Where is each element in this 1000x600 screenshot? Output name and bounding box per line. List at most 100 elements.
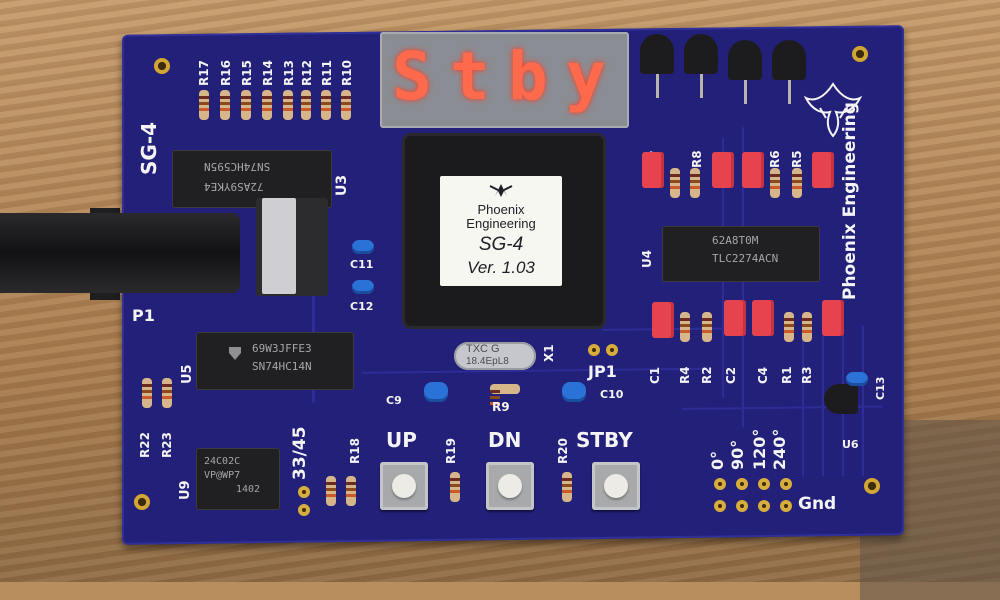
resistor-r1 (784, 312, 794, 342)
resistor-r23 (162, 378, 172, 408)
label-phase-0: 0° (708, 450, 727, 470)
label-speed-mode: 33/45 (290, 426, 310, 480)
label-r5: R5 (790, 150, 804, 168)
up-button[interactable] (380, 462, 428, 510)
label-u3: U3 (334, 174, 350, 196)
capacitor-c10 (562, 382, 586, 402)
resistor-r18 (346, 476, 356, 506)
capacitor-c12 (352, 280, 374, 294)
label-r20: R20 (556, 438, 570, 464)
resistor-r9 (490, 384, 520, 394)
chip-u9-text2: VP@WP7 (204, 470, 241, 481)
transistor-1 (640, 34, 674, 74)
label-p1: P1 (132, 306, 155, 325)
chip-u4: 62A8T0M TLC2274ACN (662, 226, 820, 282)
jumper-jp1-pad-2 (606, 344, 618, 356)
label-up: UP (386, 428, 417, 452)
mode-jumper-pad-2 (298, 504, 310, 516)
mounting-hole-tr (852, 46, 868, 62)
label-c9: C9 (386, 394, 402, 407)
resistor-r8 (690, 168, 700, 198)
resistor-r10 (341, 90, 351, 120)
label-u4: U4 (640, 249, 654, 268)
label-dn: DN (488, 428, 522, 452)
label-x1: X1 (542, 344, 556, 362)
label-c13: C13 (874, 376, 887, 400)
film-capacitor-2 (712, 152, 734, 188)
label-r4: R4 (678, 366, 692, 384)
label-r9: R9 (492, 400, 510, 414)
mounting-hole-bl (134, 494, 150, 510)
label-r13: R13 (282, 60, 296, 86)
resistor-r4 (680, 312, 690, 342)
label-c10: C10 (600, 388, 624, 401)
jumper-jp1-pad-1 (588, 344, 600, 356)
chip-u5: 69W3JFFE3 SN74HC14N (196, 332, 354, 390)
crystal-text-2: 18.4EpL8 (466, 356, 509, 367)
film-capacitor-4 (812, 152, 834, 188)
label-u9: U9 (178, 480, 193, 500)
label-r14: R14 (261, 60, 275, 86)
label-phase-90: 90° (728, 439, 747, 470)
resistor-r17 (199, 90, 209, 120)
label-gnd: Gnd (798, 494, 837, 514)
resistor-r15 (241, 90, 251, 120)
film-capacitor-5 (652, 302, 674, 338)
chip-u5-text2: SN74HC14N (252, 360, 312, 373)
label-r17: R17 (197, 60, 211, 86)
phoenix-logo-icon (800, 78, 866, 140)
chip-u3-text2: 72AS9YKE4 (204, 180, 264, 193)
label-r3: R3 (800, 366, 814, 384)
label-phase-120: 120° (750, 428, 769, 470)
display-digit-2: t (450, 38, 490, 115)
resistor-r12 (301, 90, 311, 120)
label-r12: R12 (300, 60, 314, 86)
capacitor-c13 (846, 372, 868, 386)
resistor-r20 (562, 472, 572, 502)
film-capacitor-6 (724, 300, 746, 336)
resistor-r13 (283, 90, 293, 120)
film-capacitor-3 (742, 152, 764, 188)
chip-u5-text: 69W3JFFE3 (252, 342, 312, 355)
mounting-hole-br (864, 478, 880, 494)
seven-segment-display: S t b y (380, 32, 629, 128)
maker-vertical-label: Phoenix Engineering (840, 102, 860, 300)
film-capacitor-1 (642, 152, 664, 188)
label-c2: C2 (724, 366, 738, 384)
crystal-x1: TXC G 18.4EpL8 (454, 342, 536, 370)
label-r18: R18 (348, 438, 362, 464)
standby-button[interactable] (592, 462, 640, 510)
label-c1: C1 (648, 366, 662, 384)
display-digit-1: S (392, 38, 432, 115)
label-r23: R23 (160, 432, 174, 458)
film-capacitor-8 (822, 300, 844, 336)
resistor-r7 (670, 168, 680, 198)
label-u6: U6 (842, 438, 859, 451)
crystal-text-1: TXC G (466, 343, 500, 355)
resistor-r6 (770, 168, 780, 198)
label-r10: R10 (340, 60, 354, 86)
label-phase-240: 240° (770, 428, 789, 470)
film-capacitor-7 (752, 300, 774, 336)
chip-label-line1: Phoenix (477, 202, 525, 217)
down-button[interactable] (486, 462, 534, 510)
chip-u4-text: 62A8T0M (712, 234, 759, 247)
capacitor-c9 (424, 382, 448, 402)
microcontroller-label: Phoenix Engineering SG-4 Ver. 1.03 (440, 176, 562, 286)
mode-jumper-pad-1 (298, 486, 310, 498)
transistor-4 (772, 40, 806, 80)
chip-u9-text: 24C02C (204, 456, 241, 467)
label-c11: C11 (350, 258, 374, 271)
display-digit-3: b (508, 38, 548, 115)
label-stby: STBY (576, 428, 633, 452)
label-r1: R1 (780, 366, 794, 384)
label-r22: R22 (138, 432, 152, 458)
label-c12: C12 (350, 300, 374, 313)
resistor-r19 (450, 472, 460, 502)
resistor-r16 (220, 90, 230, 120)
label-r15: R15 (240, 60, 254, 86)
label-r19: R19 (444, 438, 458, 464)
resistor-r5 (792, 168, 802, 198)
label-r11: R11 (320, 60, 334, 86)
phoenix-logo-icon (488, 182, 514, 198)
